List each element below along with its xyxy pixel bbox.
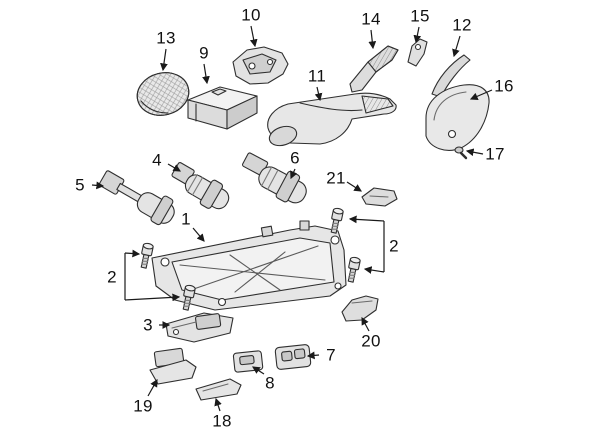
callout-8: 8	[265, 373, 275, 393]
leader-12	[452, 35, 461, 58]
callout-16: 16	[494, 76, 514, 96]
leader-4	[167, 163, 182, 172]
part-16-shield	[425, 84, 490, 151]
leader-2-right-bracket	[348, 215, 385, 274]
callout-1: 1	[181, 209, 191, 229]
callout-5: 5	[75, 175, 85, 195]
part-1-seat-track	[151, 220, 347, 311]
callout-18: 18	[212, 411, 232, 431]
leader-7	[306, 351, 320, 360]
callout-11: 11	[307, 66, 327, 86]
part-14-strip	[349, 45, 399, 93]
part-18-tray	[195, 378, 242, 401]
part-2-bolt-left-top	[140, 242, 154, 269]
part-7-switch	[274, 344, 312, 370]
callout-2-left: 2	[107, 267, 117, 287]
part-8-switch	[232, 350, 264, 373]
part-5-shaft	[98, 170, 175, 226]
callout-2-right: 2	[389, 236, 399, 256]
leader-17	[465, 148, 484, 157]
callout-4: 4	[152, 150, 162, 170]
leader-16	[469, 89, 493, 100]
leader-21	[346, 181, 362, 192]
callout-7: 7	[326, 345, 336, 365]
leader-6	[290, 168, 298, 180]
leader-13	[160, 48, 168, 72]
leader-19	[147, 378, 158, 397]
part-9-cover	[187, 86, 258, 130]
part-13-pad	[136, 72, 190, 116]
part-15-bracket	[407, 38, 428, 67]
leader-18	[214, 397, 222, 412]
callout-12: 12	[452, 15, 472, 35]
callout-19: 19	[133, 396, 153, 416]
callout-6: 6	[290, 148, 300, 168]
callout-21: 21	[326, 168, 346, 188]
part-20-bracket	[341, 295, 379, 322]
callout-17: 17	[485, 144, 505, 164]
callout-14: 14	[361, 9, 381, 29]
callout-9: 9	[199, 43, 209, 63]
part-10-bracket	[232, 46, 289, 85]
part-12-trim	[431, 54, 471, 98]
leader-15	[413, 26, 422, 44]
part-6-motor	[242, 152, 307, 204]
part-11-side-cover	[267, 92, 397, 147]
leader-14	[368, 29, 377, 50]
part-2-bolt-left-bottom	[182, 284, 196, 311]
leader-11	[314, 86, 323, 102]
part-3-module-plate	[165, 312, 234, 343]
leader-5	[91, 181, 105, 190]
callout-20: 20	[361, 331, 381, 351]
part-21-clip	[361, 187, 398, 207]
callout-3: 3	[143, 315, 153, 335]
leader-1	[192, 227, 205, 242]
callout-15: 15	[410, 6, 430, 26]
leader-20	[361, 316, 370, 332]
leader-8	[252, 366, 265, 375]
callout-13: 13	[156, 28, 176, 48]
leader-10	[249, 25, 258, 48]
callout-10: 10	[241, 5, 261, 25]
part-2-bolt-right-top	[330, 207, 344, 234]
leader-2-left-bracket	[124, 249, 181, 302]
part-2-bolt-right-bottom	[347, 256, 361, 283]
leader-9	[202, 63, 210, 85]
part-19-bracket	[149, 347, 197, 385]
part-17-screw	[454, 146, 468, 160]
